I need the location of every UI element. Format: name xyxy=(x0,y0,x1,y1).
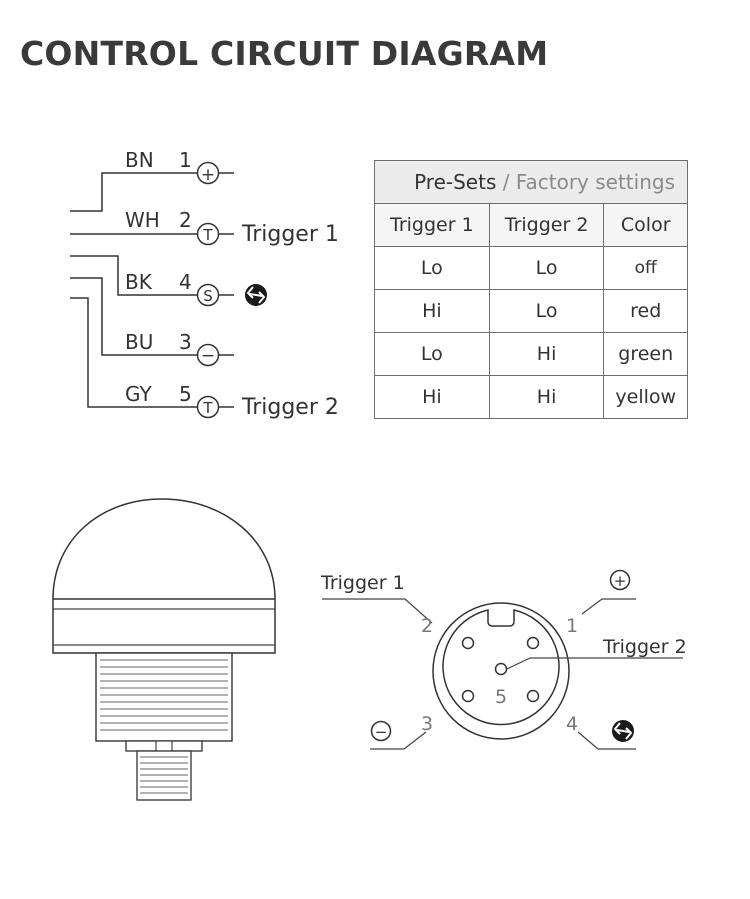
pin-3-hole xyxy=(461,689,475,703)
trigger-1-label: Trigger 1 xyxy=(241,222,339,247)
table-cell: Lo xyxy=(488,289,605,333)
pin-5-number: 5 xyxy=(495,686,507,708)
threaded-stem xyxy=(95,652,233,742)
table-cell: Hi xyxy=(374,375,490,419)
terminal-symbol: + xyxy=(201,165,215,185)
wire-wh-color: WH xyxy=(125,208,160,232)
pin-4-number: 4 xyxy=(566,713,578,735)
table-title-separator: / xyxy=(496,170,516,194)
page-title: CONTROL CIRCUIT DIAGRAM xyxy=(20,34,549,73)
terminal-symbol: T xyxy=(202,226,213,244)
plus-terminal-icon xyxy=(196,161,220,185)
table-title: Pre-Sets / Factory settings xyxy=(374,160,688,204)
table-cell: Hi xyxy=(488,375,605,419)
pin-3-symbol: − xyxy=(375,723,388,741)
trigger-terminal-icon xyxy=(196,222,220,246)
wire-bk-color: BK xyxy=(125,270,153,294)
wire-bk-pin: 4 xyxy=(179,270,192,294)
pin-1-hole xyxy=(526,636,540,650)
wire-bn-pin: 1 xyxy=(179,148,192,172)
terminal-symbol: − xyxy=(201,346,215,366)
table-cell: yellow xyxy=(603,375,688,419)
wire-gy-color: GY xyxy=(125,382,153,406)
table-cell: Lo xyxy=(374,246,490,290)
table-title-main: Pre-Sets xyxy=(414,170,497,194)
pin-1-number: 1 xyxy=(566,615,578,637)
table-title-sub: Factory settings xyxy=(515,170,675,194)
connector-outer-ring xyxy=(432,602,570,740)
table-cell: Lo xyxy=(374,332,490,376)
plus-terminal-icon xyxy=(609,569,631,591)
wire-bu-color: BU xyxy=(125,330,153,354)
pin-5-hole xyxy=(494,662,508,676)
table-cell: Lo xyxy=(488,246,605,290)
pin-1-symbol: + xyxy=(614,572,627,590)
signal-terminal-icon xyxy=(196,283,220,307)
table-row: Hi Lo red xyxy=(374,289,688,333)
wiring-schematic: BN 1 + WH 2 T Trigger 1 BK 4 S BU 3 − GY… xyxy=(70,148,339,420)
pin-4-hole xyxy=(526,689,540,703)
wire-gy-pin: 5 xyxy=(179,382,192,406)
table-row: Lo Hi green xyxy=(374,332,688,376)
table-cell: red xyxy=(603,289,688,333)
signal-output-icon xyxy=(244,283,268,307)
presets-table: Pre-Sets / Factory settings Trigger 1 Tr… xyxy=(374,160,688,419)
table-cell: off xyxy=(603,246,688,290)
column-header-trigger-1: Trigger 1 xyxy=(374,203,490,247)
terminal-symbol: T xyxy=(202,399,213,417)
trigger-2-label: Trigger 2 xyxy=(241,395,339,420)
device-dome xyxy=(52,498,276,600)
wire-wh-pin: 2 xyxy=(179,208,192,232)
wire-bn-color: BN xyxy=(125,148,154,172)
table-cell: green xyxy=(603,332,688,376)
signal-output-icon xyxy=(611,719,635,743)
trigger-terminal-icon xyxy=(196,395,220,419)
wire-bu xyxy=(70,277,197,356)
connector-inner-key xyxy=(442,609,560,726)
device-illustration xyxy=(52,498,276,801)
table-row: Lo Lo off xyxy=(374,246,688,290)
table-row: Hi Hi yellow xyxy=(374,375,688,419)
pin-2-label: Trigger 1 xyxy=(320,572,405,594)
pin-5-label: Trigger 2 xyxy=(602,636,687,658)
terminal-symbol: S xyxy=(203,287,213,305)
column-header-trigger-2: Trigger 2 xyxy=(488,203,605,247)
table-cell: Hi xyxy=(488,332,605,376)
pin-2-hole xyxy=(461,636,475,650)
wire-bu-pin: 3 xyxy=(179,330,192,354)
minus-terminal-icon xyxy=(370,720,392,742)
minus-terminal-icon xyxy=(196,343,220,367)
table-cell: Hi xyxy=(374,289,490,333)
wire-bn xyxy=(70,172,197,212)
pin-2-number: 2 xyxy=(421,615,433,637)
wire-gy xyxy=(70,297,197,408)
wire-bk xyxy=(70,255,197,296)
column-header-color: Color xyxy=(603,203,688,247)
pin-3-number: 3 xyxy=(421,713,433,735)
m12-connector-plug xyxy=(136,750,192,801)
connector-pinout: 5 Trigger 1 2 1 + Trigger 2 3 − 4 xyxy=(320,569,687,750)
